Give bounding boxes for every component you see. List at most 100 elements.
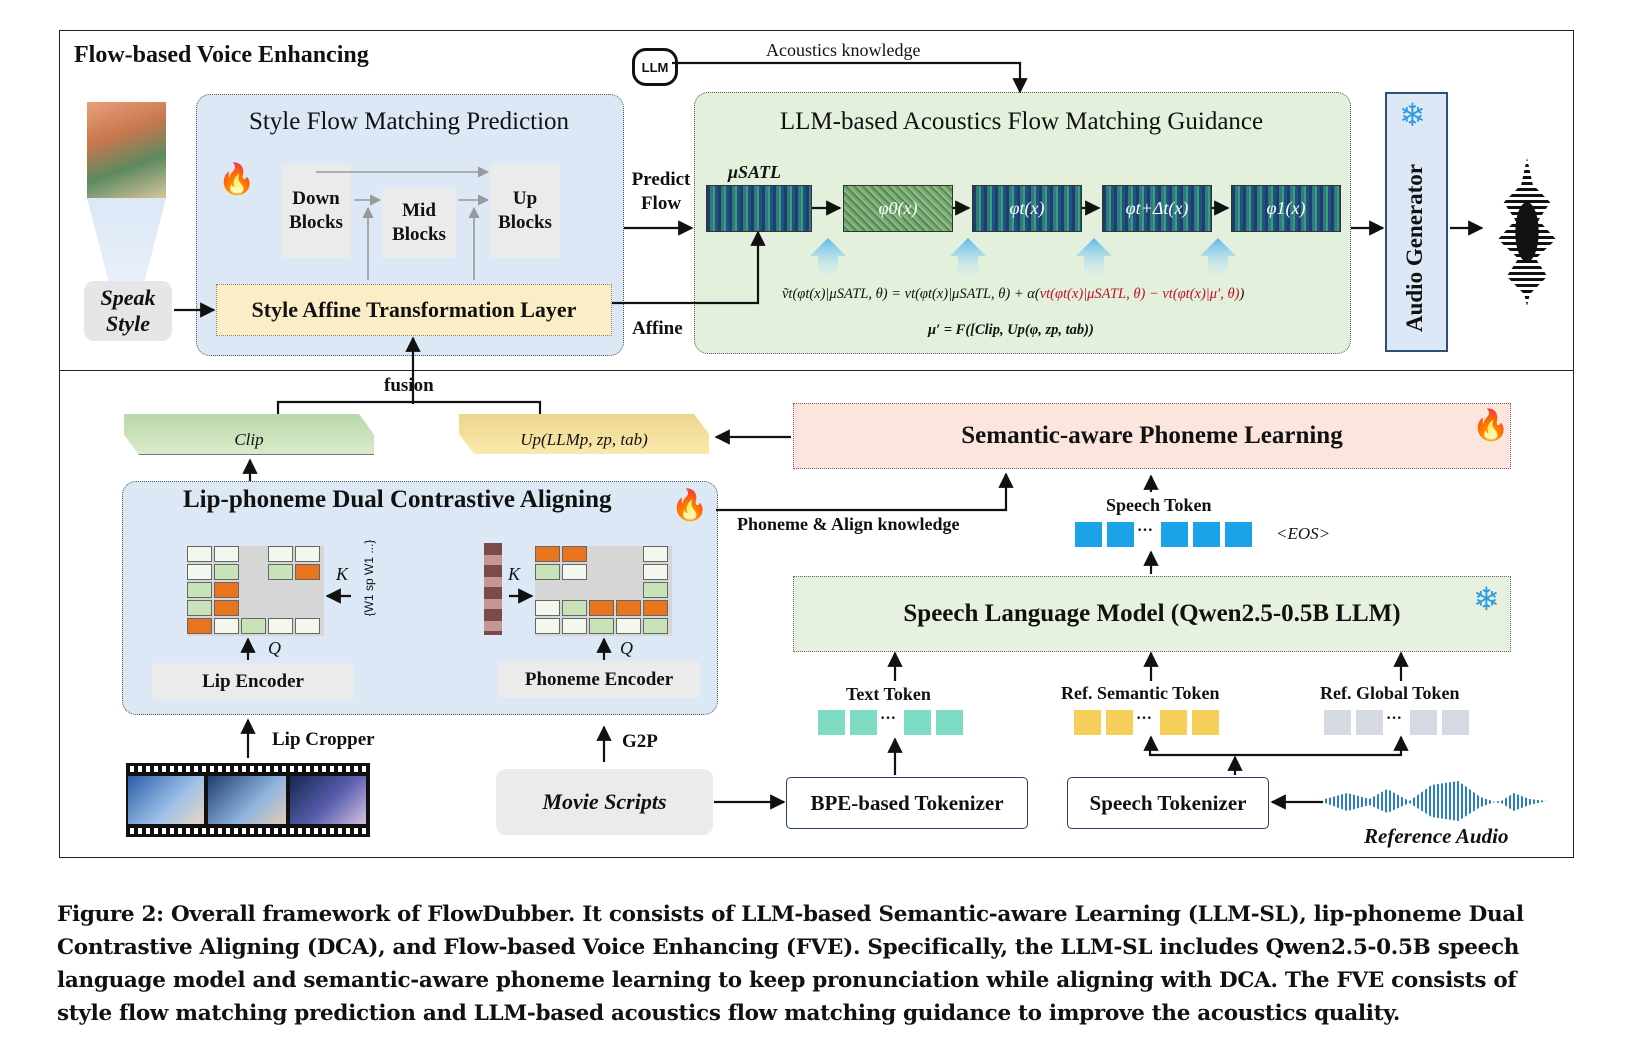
flow-equation: ṽt(φt(x)|μSATL, θ) = vt(φt(x)|μSATL, θ) … (782, 286, 1244, 303)
matrix-cell (589, 618, 614, 634)
lip-frames-strip (484, 543, 502, 635)
up-label: Up(LLMp, zp, tab) (520, 430, 648, 449)
phitdt-label: φt+Δt(x) (1125, 198, 1189, 218)
matrix-cell (187, 564, 212, 580)
matrix-cell (562, 546, 587, 562)
phi0-label: φ0(x) (878, 198, 918, 218)
guidance-title: LLM-based Acoustics Flow Matching Guidan… (779, 108, 1264, 135)
k-label-ph: K (508, 564, 521, 584)
film-frame-3 (290, 776, 366, 824)
matrix-cell (241, 618, 266, 634)
matrix-cell (616, 600, 641, 616)
lip-cropper-label: Lip Cropper (272, 729, 375, 750)
phitdt-spectrogram: φt+Δt(x) (1102, 185, 1212, 232)
c-lip-label: Clip (234, 430, 264, 449)
mid-blocks: Mid Blocks (382, 188, 456, 258)
fve-title: Flow-based Voice Enhancing (74, 42, 369, 68)
token-ellipsis: ··· (1137, 522, 1154, 539)
equation-close: ) (1239, 286, 1245, 302)
acoustics-knowledge-label: Acoustics knowledge (766, 40, 921, 60)
phoneme-encoder-label: Phoneme Encoder (524, 668, 674, 690)
bpe-tokenizer-box: BPE-based Tokenizer (786, 777, 1028, 829)
matrix-cell (268, 546, 293, 562)
g2p-label: G2P (622, 731, 658, 752)
token-ellipsis: ··· (880, 710, 897, 727)
token-square (1193, 522, 1220, 547)
token-ellipsis: ··· (1136, 710, 1153, 727)
matrix-cell (268, 618, 293, 634)
speech-tokenizer-label: Speech Tokenizer (1089, 790, 1247, 815)
speak-style-box: Speak Style (84, 281, 172, 341)
fire-icon: 🔥 (1472, 409, 1510, 442)
token-square (1161, 522, 1188, 547)
phit-spectrogram: φt(x) (972, 185, 1082, 232)
down-blocks-label: Down Blocks (289, 188, 343, 233)
matrix-cell (643, 618, 668, 634)
phi0-spectrogram: φ0(x) (843, 185, 953, 232)
token-ellipsis: ··· (1386, 710, 1403, 727)
matrix-cell (214, 618, 239, 634)
speech-token-label: Speech Token (1106, 495, 1212, 515)
token-square (850, 710, 877, 735)
fire-icon: 🔥 (671, 489, 709, 522)
token-square (1356, 710, 1383, 735)
ref-global-label: Ref. Global Token (1320, 683, 1460, 703)
fire-icon: 🔥 (218, 163, 256, 196)
speech-token-row: ··· (1075, 522, 1265, 548)
matrix-cell (562, 600, 587, 616)
slm-label: Speech Language Model (Qwen2.5-0.5B LLM) (903, 600, 1401, 627)
token-square (904, 710, 931, 735)
token-square (1107, 522, 1134, 547)
up-blocks-label: Up Blocks (498, 188, 552, 233)
matrix-cell (187, 546, 212, 562)
mu-satl-label: μSATL (728, 162, 782, 182)
matrix-cell (187, 582, 212, 598)
down-blocks: Down Blocks (281, 164, 351, 258)
movie-scripts-box: Movie Scripts (496, 769, 713, 835)
speech-tokenizer-box: Speech Tokenizer (1067, 777, 1269, 829)
matrix-cell (643, 546, 668, 562)
matrix-cell (616, 618, 641, 634)
slm-box: Speech Language Model (Qwen2.5-0.5B LLM) (793, 576, 1511, 652)
matrix-cell (295, 546, 320, 562)
affine-label: Affine (632, 318, 683, 339)
snowflake-icon: ❄ (1473, 581, 1500, 617)
matrix-cell (268, 564, 293, 580)
token-square (1075, 522, 1102, 547)
phoneme-align-label: Phoneme & Align knowledge (737, 514, 960, 534)
snowflake-icon: ❄ (1399, 97, 1426, 133)
matrix-cell (214, 600, 239, 616)
matrix-cell (562, 618, 587, 634)
token-square (1160, 710, 1187, 735)
text-token-label: Text Token (846, 684, 931, 704)
matrix-cell (214, 582, 239, 598)
matrix-cell (643, 600, 668, 616)
movie-scripts-label: Movie Scripts (542, 789, 667, 814)
style-flow-title: Style Flow Matching Prediction (248, 108, 570, 135)
ref-semantic-label: Ref. Semantic Token (1061, 683, 1220, 703)
token-square (1106, 710, 1133, 735)
lip-encoder-label: Lip Encoder (202, 670, 304, 692)
matrix-cell (535, 600, 560, 616)
phi1-label: φ1(x) (1266, 198, 1306, 218)
ref-semantic-token-row: ··· (1074, 710, 1224, 736)
token-square (1442, 710, 1469, 735)
dca-title: Lip-phoneme Dual Contrastive Aligning (183, 486, 612, 513)
matrix-cell (214, 564, 239, 580)
matrix-cell (535, 564, 560, 580)
c-lip-bar: Clip (124, 414, 374, 455)
token-square (936, 710, 963, 735)
up-bar: Up(LLMp, zp, tab) (459, 414, 709, 454)
mu-satl-spectrogram (706, 185, 812, 232)
film-sprockets-bottom (130, 828, 366, 834)
predict-flow-label: Predict Flow (631, 169, 691, 214)
matrix-cell (535, 618, 560, 634)
eos-label: <EOS> (1276, 524, 1331, 543)
sapl-label: Semantic-aware Phoneme Learning (961, 422, 1343, 449)
matrix-cell (589, 600, 614, 616)
token-square (1192, 710, 1219, 735)
audio-generator-box (1385, 92, 1448, 352)
mid-blocks-label: Mid Blocks (392, 200, 446, 245)
token-square (1410, 710, 1437, 735)
matrix-cell (295, 618, 320, 634)
